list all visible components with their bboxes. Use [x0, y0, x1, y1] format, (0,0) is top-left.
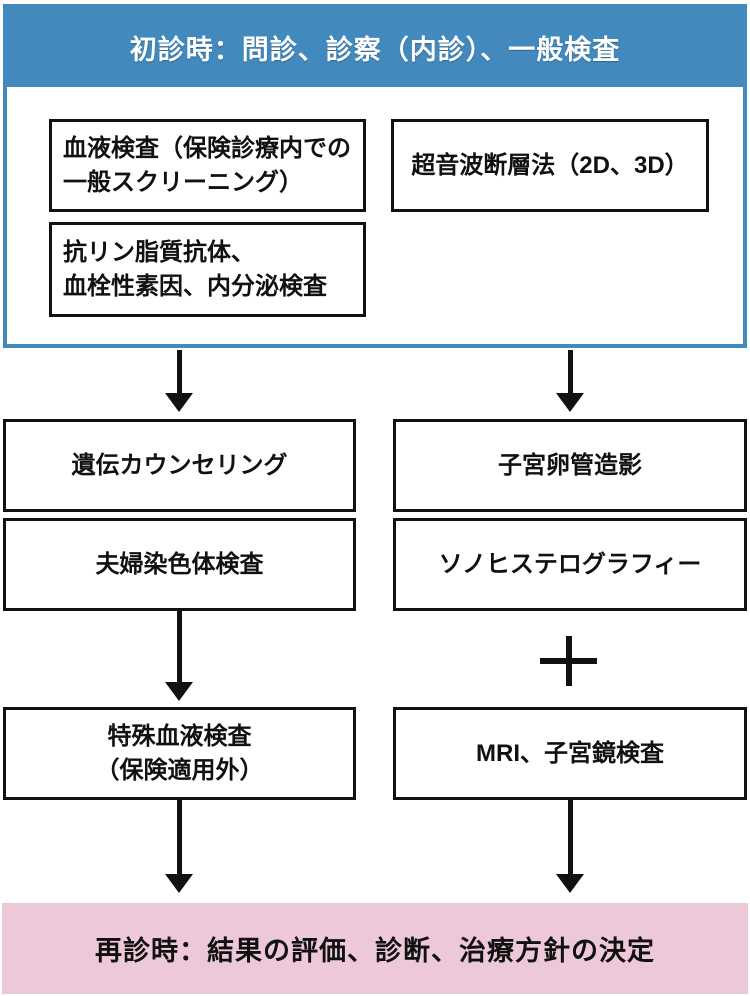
follow-up-visit-bar: 再診時：結果の評価、診断、治療方針の決定: [2, 903, 748, 994]
arrow-shaft: [176, 800, 182, 874]
sonohysterography-label: ソノヒステログラフィー: [438, 550, 702, 578]
arrow-down-icon: [555, 800, 585, 893]
box-blood-screening: 血液検査（保険診療内での 一般スクリーニング）: [49, 119, 366, 212]
arrow-head: [556, 874, 584, 893]
special-blood-test-label: 特殊血液検査 （保険適用外）: [95, 722, 264, 784]
plus-vertical-bar: [566, 636, 572, 686]
hysterosalpingography-label: 子宮卵管造影: [498, 451, 642, 479]
arrow-head: [556, 393, 584, 412]
arrow-down-icon: [164, 350, 194, 412]
mri-hysteroscopy-label: MRI、子宮鏡検査: [476, 739, 664, 767]
box-sonohysterography: ソノヒステログラフィー: [393, 518, 747, 611]
blood-screening-label: 血液検査（保険診療内での 一般スクリーニング）: [63, 134, 351, 196]
arrow-down-icon: [164, 611, 194, 701]
box-thrombophilia-panel: 抗リン脂質抗体、 血栓性素因、内分泌検査: [49, 222, 366, 317]
ultrasound-label: 超音波断層法（2D、3D）: [411, 151, 689, 179]
initial-visit-panel: 初診時：問診、診察（内診）、一般検査 血液検査（保険診療内での 一般スクリーニン…: [3, 4, 747, 348]
box-ultrasound: 超音波断層法（2D、3D）: [391, 119, 709, 212]
arrow-head: [165, 682, 193, 701]
box-couple-chromosome-test: 夫婦染色体検査: [3, 518, 356, 611]
initial-visit-header: 初診時：問診、診察（内診）、一般検査: [7, 8, 743, 87]
box-special-blood-test: 特殊血液検査 （保険適用外）: [3, 707, 356, 800]
plus-sign-text: ＋: [540, 636, 541, 637]
thrombophilia-panel-label: 抗リン脂質抗体、 血栓性素因、内分泌検査: [63, 238, 327, 300]
box-genetic-counseling: 遺伝カウンセリング: [3, 419, 356, 512]
arrow-shaft: [567, 350, 573, 393]
arrow-head: [165, 393, 193, 412]
box-hysterosalpingography: 子宮卵管造影: [393, 419, 747, 512]
arrow-shaft: [567, 800, 573, 874]
arrow-shaft: [176, 611, 182, 682]
box-mri-hysteroscopy: MRI、子宮鏡検査: [393, 707, 747, 800]
arrow-head: [165, 874, 193, 893]
arrow-down-icon: [555, 350, 585, 412]
initial-visit-title: 初診時：問診、診察（内診）、一般検査: [129, 35, 621, 65]
arrow-shaft: [176, 350, 182, 393]
follow-up-visit-title: 再診時：結果の評価、診断、治療方針の決定: [95, 936, 655, 966]
genetic-counseling-label: 遺伝カウンセリング: [71, 451, 288, 479]
plus-icon: ＋: [540, 636, 597, 686]
couple-chromosome-test-label: 夫婦染色体検査: [95, 550, 264, 578]
arrow-down-icon: [164, 800, 194, 893]
